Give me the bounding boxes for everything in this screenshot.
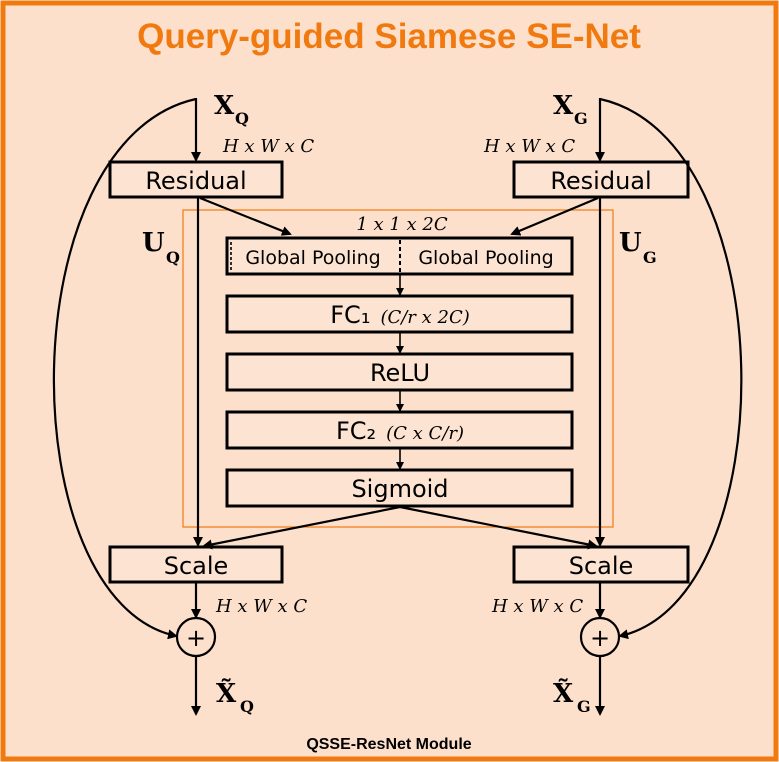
left-u-var: U <box>142 228 165 258</box>
left-to-pool-arrow <box>199 196 292 236</box>
left-branch: X Q H x W x C Residual U Q Scale H x W x… <box>52 91 314 716</box>
diagram-title: Query-guided Siamese SE-Net <box>137 17 641 56</box>
sigmoid-to-right-scale-arrow <box>399 505 598 550</box>
left-input-dim: H x W x C <box>222 136 314 157</box>
right-branch: X G H x W x C Residual U G Scale H x W x… <box>483 91 743 716</box>
fc1-param: (C/r x 2C) <box>380 307 469 328</box>
pool-right-label: Global Pooling <box>418 247 553 269</box>
right-input-var: X <box>553 91 574 121</box>
right-output-sub: G <box>577 697 591 716</box>
sigmoid-to-left-scale-arrow <box>202 505 401 550</box>
left-skip-connection <box>52 97 197 640</box>
sigmoid-label: Sigmoid <box>351 475 448 503</box>
fc1-box <box>225 294 574 334</box>
right-residual-label: Residual <box>550 167 651 195</box>
relu-box <box>225 352 574 392</box>
module-caption: QSSE-ResNet Module <box>306 736 471 753</box>
right-scale-dim: H x W x C <box>491 596 583 617</box>
left-output-sub: Q <box>240 697 254 716</box>
fc1-label: FC₁ (C/r x 2C) <box>330 301 470 329</box>
se-stack: 1 x 1 x 2C Global Pooling Global Pooling… <box>202 214 598 550</box>
right-output-var: X̃ <box>553 678 574 709</box>
right-u-var: U <box>619 228 642 258</box>
concat-dim: 1 x 1 x 2C <box>356 214 448 235</box>
left-scale-label: Scale <box>164 552 229 580</box>
left-input-sub: Q <box>235 109 249 128</box>
left-residual-label: Residual <box>145 167 246 195</box>
left-scale-box <box>108 545 284 584</box>
right-input-sub: G <box>574 109 588 128</box>
left-u-sub: Q <box>166 248 180 267</box>
right-u-sub: G <box>643 248 657 267</box>
fc1-main: FC₁ <box>330 301 370 329</box>
left-add-symbol: + <box>186 624 206 652</box>
fc2-main: FC₂ <box>336 417 376 445</box>
right-skip-connection <box>599 97 743 640</box>
right-scale-label: Scale <box>569 552 634 580</box>
left-output-var: X̃ <box>216 678 237 709</box>
fc2-label: FC₂ (C x C/r) <box>336 417 464 445</box>
right-add-symbol: + <box>590 624 610 652</box>
left-scale-dim: H x W x C <box>215 596 307 617</box>
right-to-pool-arrow <box>510 196 599 236</box>
left-input-var: X <box>214 91 235 121</box>
left-residual-box <box>108 160 284 199</box>
right-input-dim: H x W x C <box>483 136 575 157</box>
relu-label: ReLU <box>370 359 430 387</box>
fc2-param: (C x C/r) <box>386 423 464 444</box>
pool-left-label: Global Pooling <box>245 247 380 269</box>
fc2-box <box>225 410 574 450</box>
